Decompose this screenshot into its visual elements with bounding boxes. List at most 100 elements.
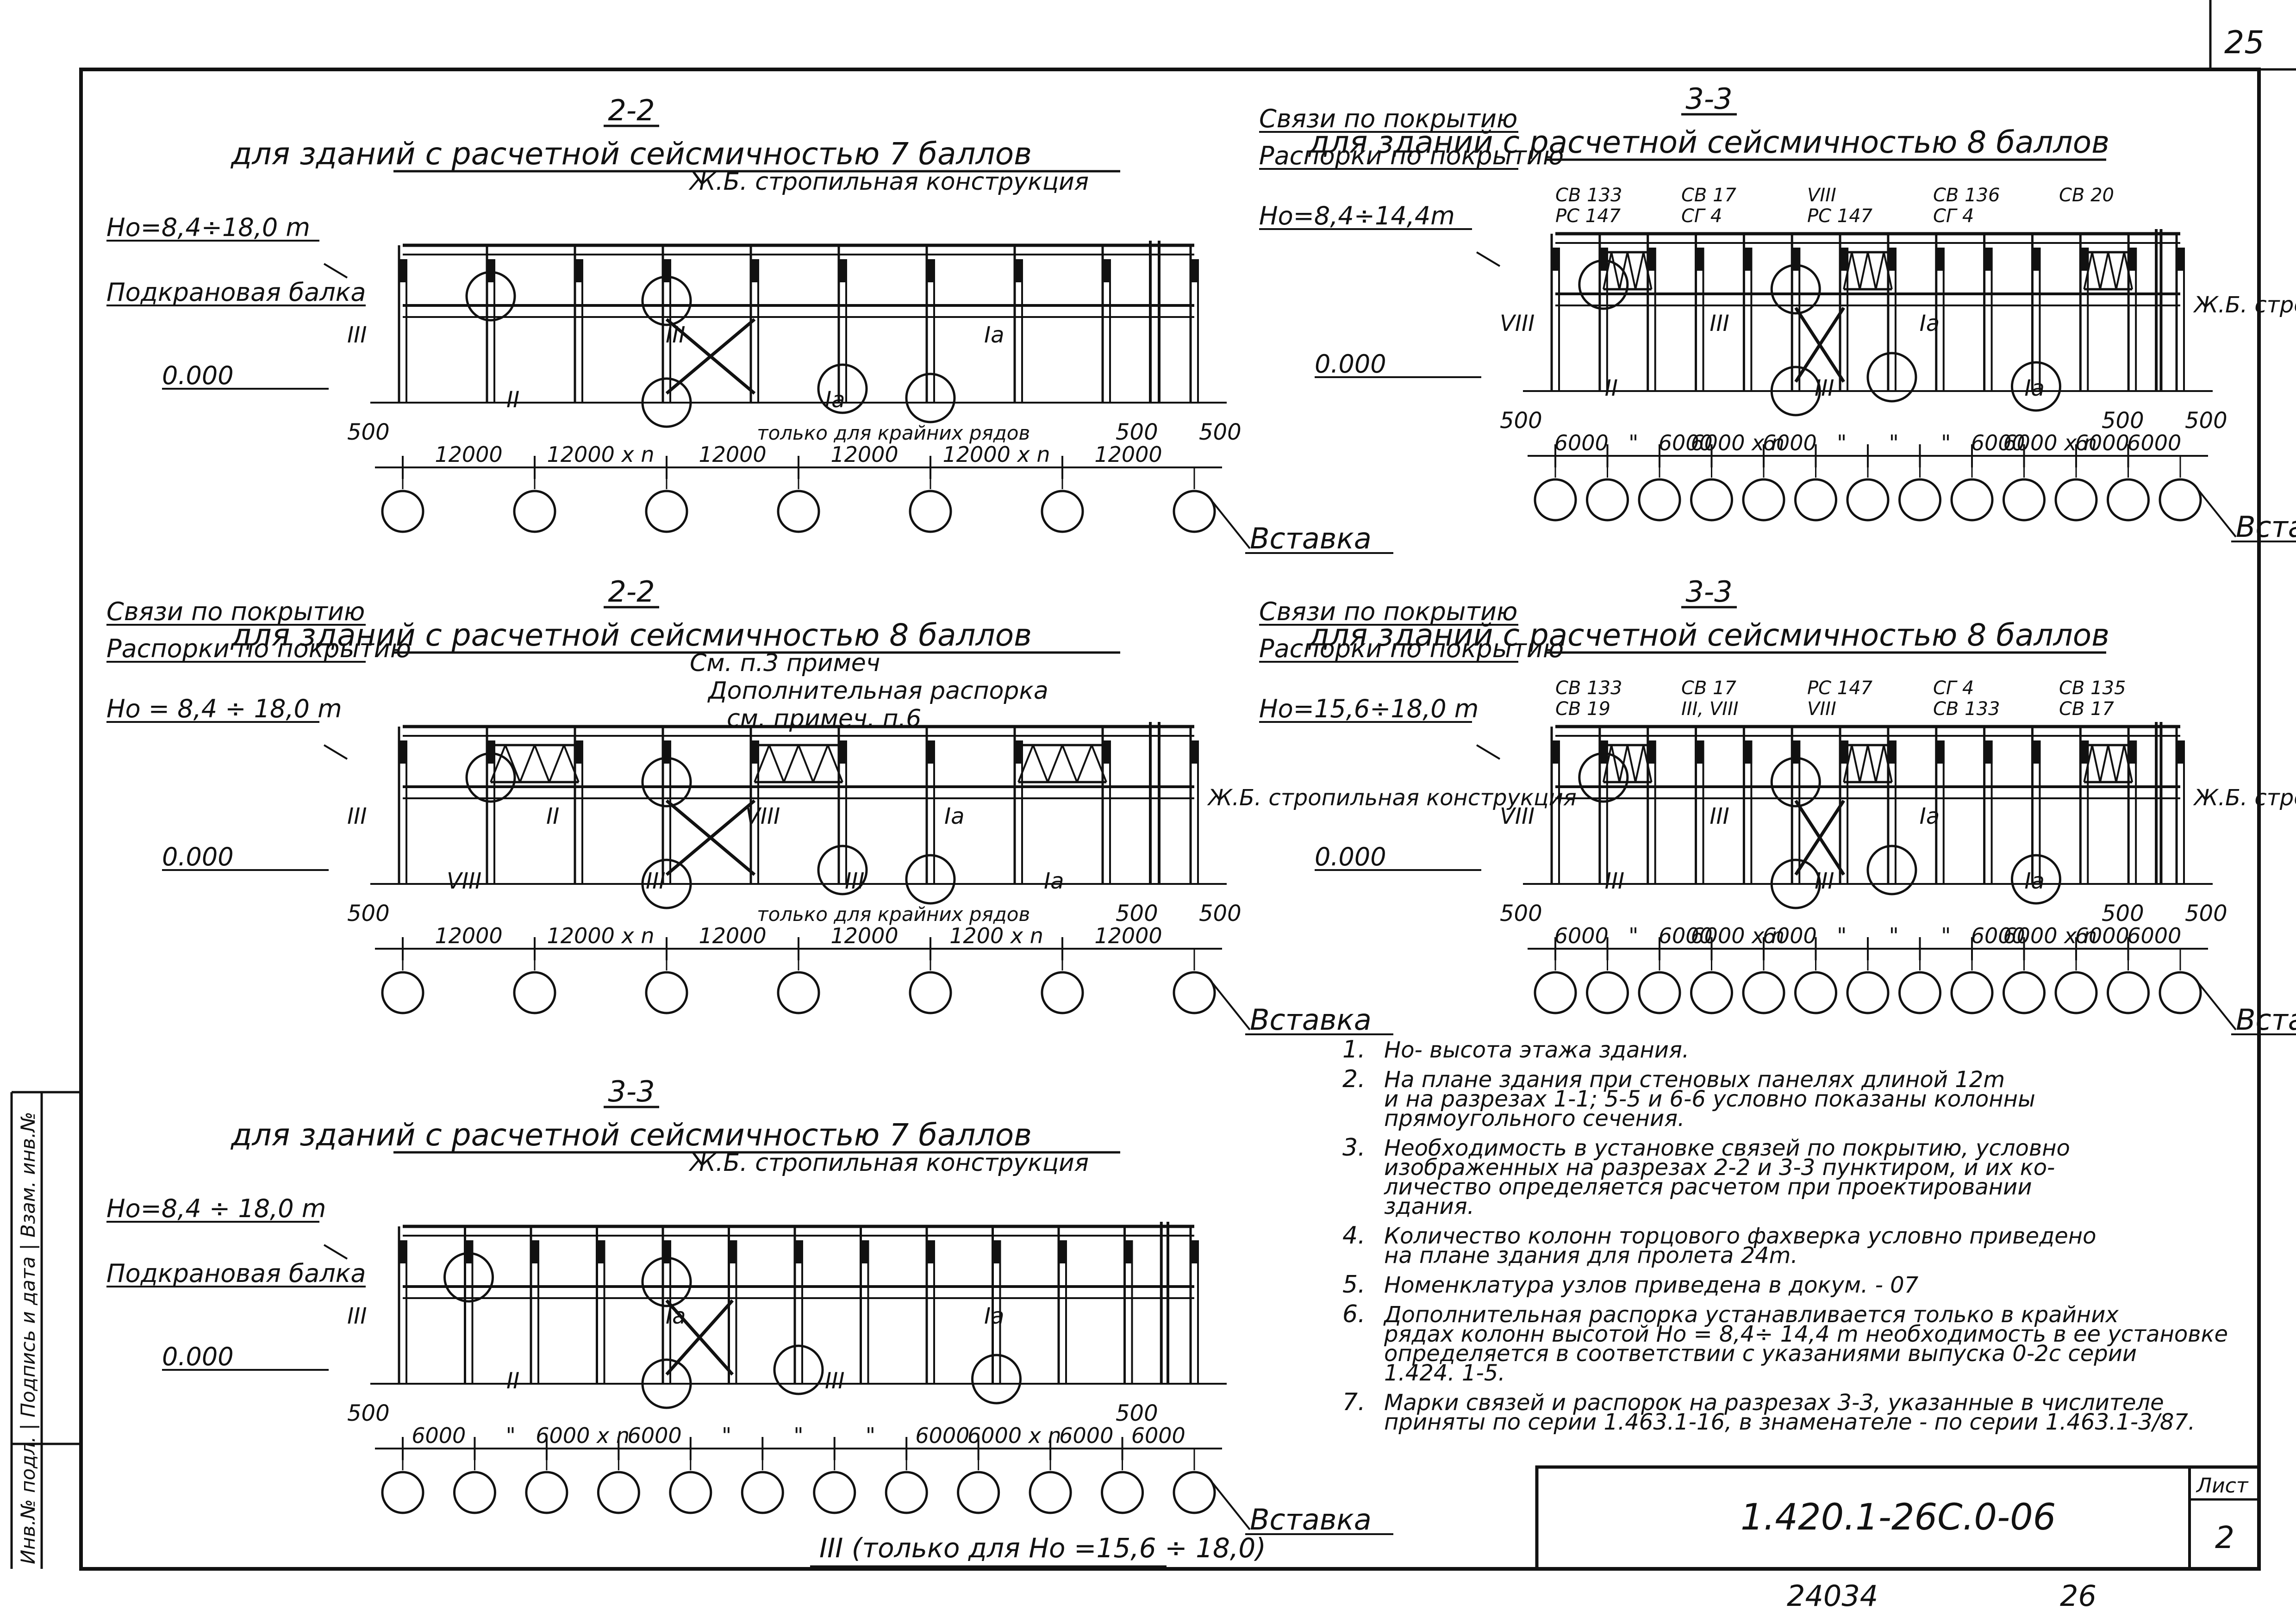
- node-callout-label: Iа: [984, 322, 1004, 348]
- node-callout-circle: [1866, 352, 1917, 403]
- column-head: [2176, 740, 2185, 764]
- column-head: [992, 1240, 1001, 1263]
- span-dimension: ": [1889, 923, 1899, 948]
- note-line: определяется в соответствии с указаниями…: [1384, 1341, 2137, 1367]
- grid-axis-marker: [813, 1471, 856, 1514]
- grid-axis-marker: [777, 971, 820, 1014]
- sheet-code: 1.420.1-26С.0-06: [1741, 1497, 2056, 1538]
- left-label: Связи по покрытию: [1259, 104, 1517, 133]
- column-head: [1190, 740, 1199, 764]
- span-dimension: 12000: [830, 923, 898, 948]
- node-callout-label: Iа: [666, 1303, 686, 1329]
- note-number: 3.: [1342, 1134, 1366, 1162]
- left-label: Подкрановая балка: [106, 1259, 366, 1288]
- page-number: 25: [2224, 25, 2265, 61]
- top-label: Ж.Б. стропильная конструкция: [688, 168, 1089, 196]
- archive-page: 26: [2060, 1579, 2096, 1613]
- node-callout-circle: [443, 1252, 494, 1303]
- note-number: 7.: [1342, 1388, 1366, 1416]
- truss-diagonal: [1867, 252, 1877, 290]
- grid-axis-marker: [885, 1471, 928, 1514]
- grid-axis-marker: [1898, 478, 1941, 522]
- sheet-frame: [79, 68, 2261, 1571]
- span-dimension: 12000: [435, 923, 502, 948]
- column-head: [662, 740, 671, 764]
- truss-diagonal: [2099, 252, 2109, 290]
- span-dimension: 12000: [1094, 442, 1162, 467]
- bracing-mark: РС 147: [1555, 205, 1621, 227]
- node-callout-label: III: [347, 803, 367, 829]
- span-dimension: 12000 x n: [547, 442, 655, 467]
- end-offset: 500: [1500, 901, 1542, 927]
- truss-diagonal: [1851, 745, 1861, 783]
- note-line: на плане здания для пролета 24m.: [1384, 1243, 1798, 1269]
- node-callout-circle: [641, 1358, 692, 1409]
- note-line: Дополнительная распорка устанавливается …: [1383, 1302, 2119, 1328]
- node-callout-circle: [1770, 757, 1821, 808]
- truss-diagonal: [1843, 252, 1853, 290]
- node-callout-circle: [641, 1256, 692, 1307]
- insert-label: Вставка: [1250, 1503, 1372, 1536]
- grid-axis-marker: [2159, 971, 2202, 1014]
- archive-number: 24034: [1787, 1579, 1878, 1613]
- section-subtitle: для зданий с расчетной сейсмичностью 8 б…: [1308, 617, 2109, 653]
- edge-row-note: только для крайних рядов: [757, 903, 1030, 926]
- span-dimension: 6000: [1131, 1423, 1185, 1448]
- node-callout-circle: [1770, 366, 1821, 417]
- grid-axis-marker: [1950, 478, 1994, 522]
- truss-diagonal: [768, 745, 785, 783]
- span-dimension: 6000: [1554, 923, 1609, 948]
- end-offset: 500: [2102, 408, 2144, 434]
- grid-axis-marker: [381, 971, 424, 1014]
- note-line: личество определяется расчетом при проек…: [1384, 1174, 2032, 1200]
- truss-diagonal: [2107, 745, 2117, 783]
- section-label: 3-3: [608, 1075, 655, 1108]
- span-dimension: 12000: [699, 442, 766, 467]
- truss-diagonal: [2091, 745, 2101, 783]
- grid-axis-marker: [2107, 478, 2150, 522]
- span-dimension: ": [1628, 923, 1638, 948]
- grid-axis-marker: [1101, 1471, 1144, 1514]
- note-item: 3.Необходимость в установке связей по по…: [1342, 1134, 2070, 1219]
- section-subtitle: для зданий с расчетной сейсмичностью 7 б…: [231, 1117, 1032, 1153]
- column-head: [530, 1240, 539, 1263]
- column-head: [398, 1240, 407, 1263]
- truss-diagonal: [2115, 745, 2125, 783]
- note-line: и на разрезах 1-1; 5-5 и 6-6 условно пок…: [1384, 1086, 2035, 1112]
- span-dimension: ": [1889, 430, 1899, 455]
- truss-diagonal: [1047, 745, 1063, 783]
- truss-diagonal: [534, 745, 550, 783]
- column-head: [1190, 259, 1199, 282]
- level-arrow: [1476, 251, 1501, 267]
- bracing-mark: РС 147: [1807, 678, 1873, 699]
- grid-axis-marker: [1041, 971, 1084, 1014]
- top-label: См. п.3 примеч: [690, 649, 880, 677]
- level-arrow: [323, 263, 348, 279]
- height-label: Hо = 8,4 ÷ 18,0 m: [106, 694, 342, 723]
- bracing-mark: СВ 20: [2059, 185, 2114, 206]
- left-label: Распорки по покрытию: [1259, 141, 1564, 170]
- node-callout-label: II: [506, 1368, 519, 1394]
- truss-diagonal: [1626, 745, 1637, 783]
- span-dimension: 6000 x n: [1691, 923, 1784, 948]
- truss-diagonal: [2107, 252, 2117, 290]
- column-head: [1190, 1240, 1199, 1263]
- node-callout-label: Iа: [1920, 803, 1940, 829]
- top-label: Дополнительная распорка: [707, 677, 1048, 705]
- grid-axis-marker: [2159, 478, 2202, 522]
- note-number: 5.: [1342, 1271, 1366, 1299]
- truss-diagonal: [2083, 745, 2093, 783]
- column-head: [662, 259, 671, 282]
- truss-diagonal: [1875, 745, 1885, 783]
- span-dimension: 12000 x n: [547, 923, 655, 948]
- span-dimension: 6000: [1971, 430, 2025, 455]
- truss-diagonal: [1091, 745, 1107, 783]
- grid-axis-marker: [1586, 478, 1629, 522]
- general-notes: 1.Hо- высота этажа здания.2.На плане зда…: [1342, 1036, 2228, 1435]
- column-head: [1743, 248, 1753, 271]
- grid-axis-marker: [1794, 971, 1837, 1014]
- column-head: [1791, 248, 1801, 271]
- column-head: [1695, 740, 1704, 764]
- end-offset: 500: [2185, 408, 2227, 434]
- grid-axis-marker: [513, 971, 556, 1014]
